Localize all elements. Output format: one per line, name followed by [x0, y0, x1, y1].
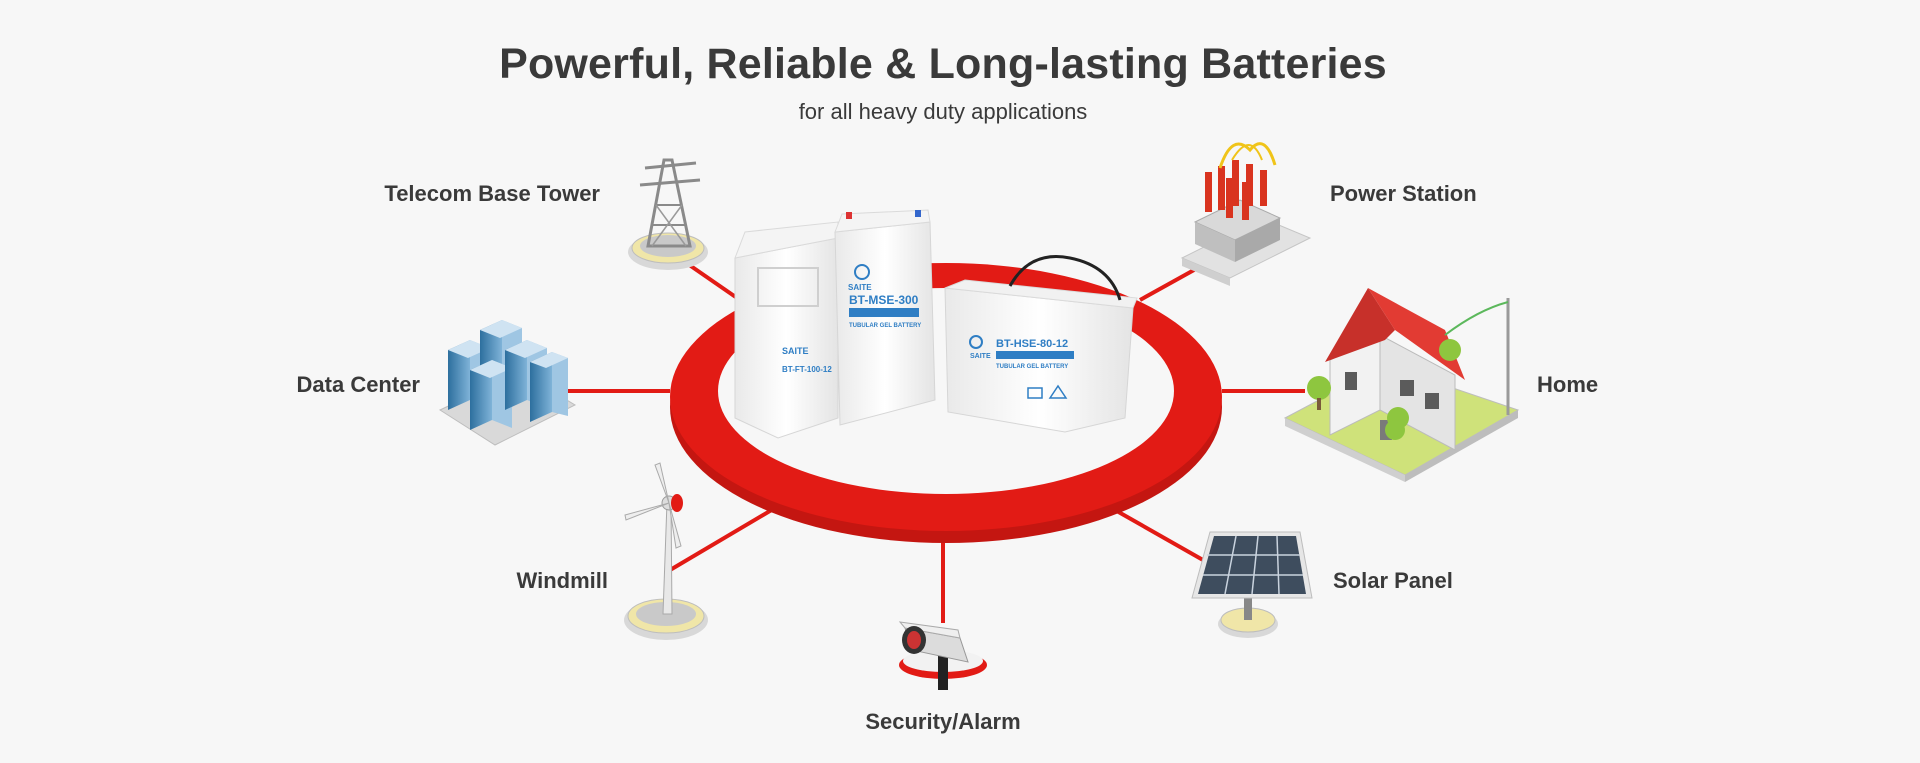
battery-middle-brand: SAITE — [848, 283, 872, 292]
security-camera-icon — [898, 621, 987, 690]
label-home: Home — [1537, 372, 1599, 397]
battery-middle-model: BT-MSE-300 — [849, 293, 919, 307]
connector-lines — [563, 260, 1305, 623]
battery-right: SAITE BT-HSE-80-12 TUBULAR GEL BATTERY — [944, 255, 1138, 433]
solar-panel-icon — [1191, 531, 1313, 638]
battery-right-type: TUBULAR GEL BATTERY — [996, 364, 1068, 370]
page-title: Powerful, Reliable & Long-lasting Batter… — [499, 40, 1387, 88]
label-solar-panel: Solar Panel — [1333, 568, 1453, 593]
connector-power-station — [1139, 263, 1204, 302]
battery-right-brand: SAITE — [970, 353, 991, 360]
page-subtitle: for all heavy duty applications — [798, 99, 1088, 124]
power-station-icon — [1180, 142, 1312, 286]
label-security-alarm: Security/Alarm — [865, 709, 1021, 734]
data-center-icon — [438, 320, 577, 446]
battery-left-brand: SAITE — [782, 346, 809, 356]
battery-group: SAITE BT-FT-100-12 SAITE BT-MSE-300 TUBU… — [734, 209, 1138, 439]
connector-telecom — [683, 260, 742, 302]
label-data-center: Data Center — [296, 372, 420, 397]
home-icon — [1283, 288, 1520, 482]
battery-left: SAITE BT-FT-100-12 — [734, 221, 839, 439]
label-windmill: Windmill — [516, 568, 608, 593]
label-telecom-base-tower: Telecom Base Tower — [384, 181, 600, 206]
battery-right-model: BT-HSE-80-12 — [996, 338, 1068, 350]
telecom-tower-icon — [628, 158, 708, 270]
windmill-icon — [624, 462, 708, 640]
battery-middle: SAITE BT-MSE-300 TUBULAR GEL BATTERY — [834, 209, 936, 426]
battery-middle-type: TUBULAR GEL BATTERY — [849, 323, 921, 329]
label-power-station: Power Station — [1330, 181, 1477, 206]
battery-left-model: BT-FT-100-12 — [782, 365, 832, 374]
connector-windmill — [663, 506, 777, 575]
connector-solar — [1114, 508, 1204, 562]
